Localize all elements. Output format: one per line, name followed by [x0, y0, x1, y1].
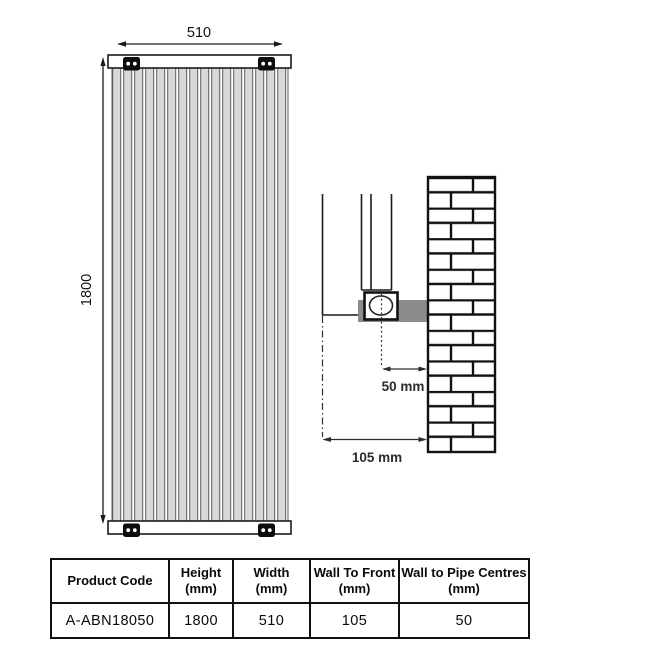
arrowhead-right: [274, 41, 283, 47]
radiator-side-view: 50 mm 105 mm: [321, 175, 497, 465]
wall-to-front-dimension-label: 105 mm: [352, 450, 402, 465]
mounting-bracket-top-right: [258, 57, 275, 71]
header-width-label: Width: [253, 564, 290, 580]
header-width-unit: (mm): [255, 581, 288, 596]
cell-height: 1800: [168, 602, 234, 639]
header-wall-to-front-unit: (mm): [338, 581, 371, 596]
radiator-front-view: 510 1800: [79, 25, 292, 537]
header-wall-to-front-label: Wall To Front: [313, 564, 396, 580]
header-wall-to-pipe-centres: Wall to Pipe Centres (mm): [398, 558, 530, 604]
wall-to-front-dimension: 105 mm: [322, 437, 427, 465]
header-width: Width (mm): [232, 558, 311, 604]
header-wall-to-front: Wall To Front (mm): [309, 558, 400, 604]
mounting-bracket-top-left: [123, 57, 140, 71]
header-height-unit: (mm): [185, 581, 217, 596]
radiator-panels: [111, 66, 289, 523]
header-product-code: Product Code: [50, 558, 170, 604]
cell-width: 510: [232, 602, 311, 639]
spec-table-header-row: Product Code Height (mm) Width (mm) Wall…: [50, 558, 530, 604]
radiator-top-bar: [107, 54, 292, 69]
spec-table-data-row: A-ABN18050 1800 510 105 50: [50, 602, 530, 639]
height-dimension: 1800: [79, 57, 106, 524]
brick-wall: [426, 175, 497, 454]
technical-drawing: 510 1800: [79, 25, 497, 537]
cell-wall-to-pipe-centres: 50: [398, 602, 530, 639]
cell-product-code: A-ABN18050: [50, 602, 170, 639]
radiator-front-panel-profile: [321, 194, 360, 316]
header-wall-to-pipe-centres-label: Wall to Pipe Centres: [401, 564, 527, 580]
width-dimension: 510: [117, 25, 283, 47]
arrowhead-up: [100, 57, 106, 66]
arrowhead-left: [117, 41, 126, 47]
mounting-bracket-bottom-left: [123, 523, 140, 537]
header-product-code-label: Product Code: [67, 572, 153, 588]
radiator-bottom-bar: [107, 520, 292, 535]
pipe-centres-dimension-label: 50 mm: [382, 379, 425, 394]
header-height: Height (mm): [168, 558, 234, 604]
cell-wall-to-front: 105: [309, 602, 400, 639]
arrowhead-down: [100, 515, 106, 524]
mounting-bracket-bottom-right: [258, 523, 275, 537]
pipe-centres-dimension: 50 mm: [382, 366, 427, 394]
width-dimension-label: 510: [187, 25, 211, 41]
height-dimension-label: 1800: [79, 274, 95, 306]
header-height-label: Height: [180, 564, 222, 580]
header-wall-to-pipe-centres-unit: (mm): [448, 581, 480, 596]
spec-table: Product Code Height (mm) Width (mm) Wall…: [50, 558, 530, 639]
